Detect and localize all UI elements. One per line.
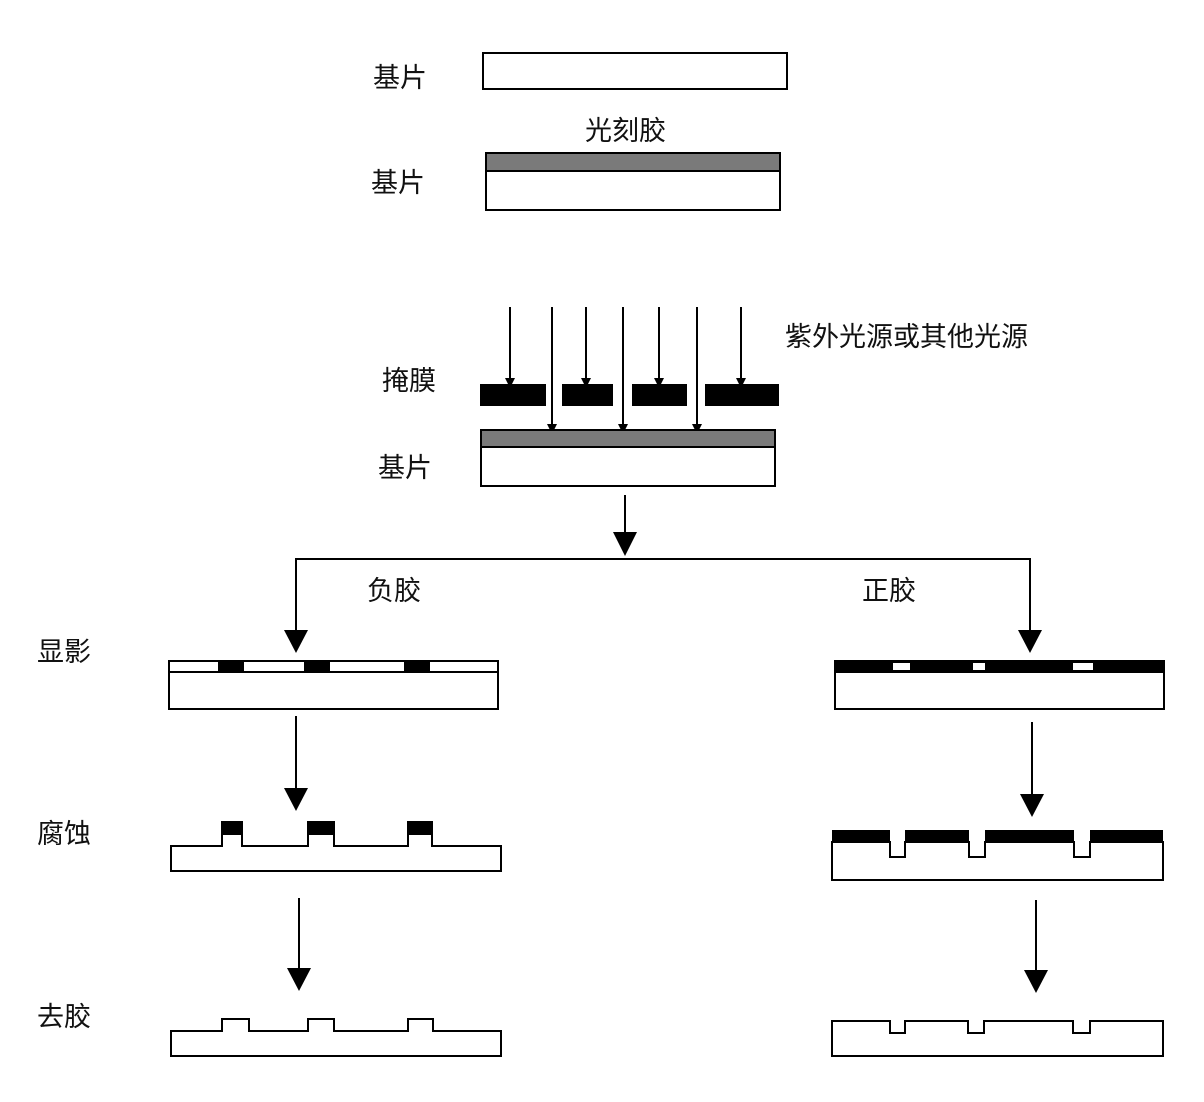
pos-develop-exposed-openings <box>893 663 1093 670</box>
label-photoresist: 光刻胶 <box>585 116 666 147</box>
label-substrate-step1: 基片 <box>373 63 427 94</box>
pos-strip-substrate <box>831 1020 1164 1057</box>
label-etch: 腐蚀 <box>37 819 91 850</box>
label-positive-resist: 正胶 <box>862 576 916 607</box>
arrowhead-negative-branch <box>284 630 308 653</box>
label-substrate-step2: 基片 <box>371 168 425 199</box>
neg-etch-remaining-resist <box>221 821 433 835</box>
arrowhead-positive-branch <box>1018 630 1042 653</box>
pos-arrowhead-develop-to-etch <box>1020 794 1044 817</box>
neg-arrowhead-etch-to-strip <box>287 968 311 991</box>
pos-etch-substrate <box>831 841 1164 881</box>
pos-arrowhead-etch-to-strip <box>1024 970 1048 993</box>
neg-develop-remaining-resist <box>218 661 430 672</box>
neg-strip-substrate <box>170 1018 502 1057</box>
neg-develop-substrate <box>168 671 499 710</box>
pos-etch-remaining-resist <box>832 830 1163 842</box>
substrate-step3 <box>480 446 776 487</box>
label-mask: 掩膜 <box>382 366 436 397</box>
label-develop: 显影 <box>37 637 91 668</box>
label-negative-resist: 负胶 <box>367 576 421 607</box>
photoresist-layer-step3 <box>480 429 776 448</box>
neg-arrowhead-develop-to-etch <box>284 788 308 811</box>
pos-develop-substrate <box>834 671 1165 710</box>
label-light-source: 紫外光源或其他光源 <box>785 322 1028 353</box>
branch-connector <box>295 558 1031 634</box>
photoresist-layer-step2 <box>485 152 781 172</box>
neg-etch-substrate <box>170 833 502 872</box>
arrowhead-to-branch <box>613 532 637 556</box>
substrate-step2 <box>485 170 781 211</box>
label-substrate-step3: 基片 <box>378 453 432 484</box>
substrate-step1 <box>482 52 788 90</box>
mask-blocks <box>480 384 779 406</box>
light-rays <box>509 307 742 430</box>
pos-develop-resist-layer <box>834 660 1165 673</box>
label-strip: 去胶 <box>37 1002 91 1033</box>
